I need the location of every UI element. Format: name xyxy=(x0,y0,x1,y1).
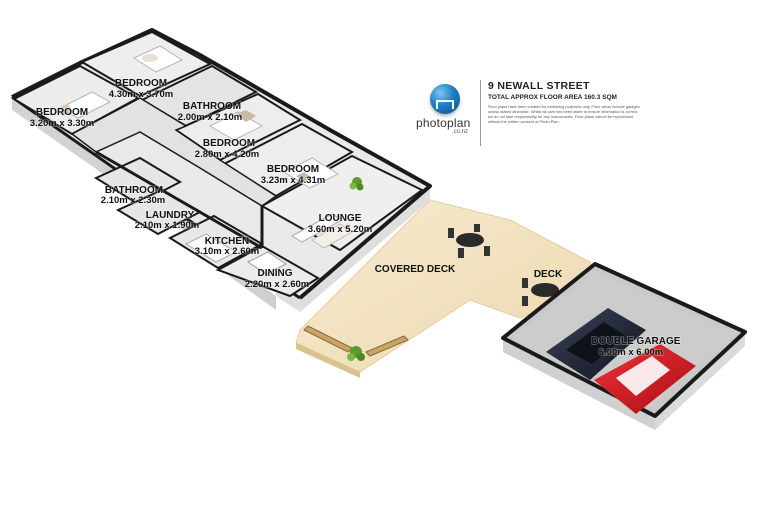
room-dimensions: 3.20m x 3.30m xyxy=(30,118,94,129)
room-name: BEDROOM xyxy=(115,78,167,89)
room-dimensions: 2.20m x 2.60m xyxy=(245,279,309,290)
room-dimensions: 2.10m x 2.30m xyxy=(101,195,165,206)
bed-icon xyxy=(282,157,340,189)
room-name: LAUNDRY xyxy=(146,210,195,221)
bed-icon xyxy=(58,91,112,119)
plant-icon xyxy=(349,177,364,191)
furniture xyxy=(58,45,562,361)
bench-icon xyxy=(303,325,409,357)
bed-icon xyxy=(132,45,184,73)
house-globe-icon xyxy=(430,84,460,114)
outdoor-table-icon xyxy=(448,224,490,258)
room-labels: BEDROOM 3.20m x 3.30m BEDROOM 4.30m x 3.… xyxy=(29,77,681,359)
sofa-icon xyxy=(290,213,353,249)
room-name: DINING xyxy=(258,268,293,279)
car-icon xyxy=(594,344,696,414)
plant-icon xyxy=(347,346,365,361)
disclaimer-text: Floor plans have been created for market… xyxy=(488,104,640,124)
room-name: BATHROOM xyxy=(183,101,241,112)
car-icon xyxy=(546,308,646,380)
property-address: 9 NEWALL STREET xyxy=(488,80,590,92)
room-name: BATHROOM xyxy=(105,185,163,196)
property-info: 9 NEWALL STREET TOTAL APPROX FLOOR AREA … xyxy=(480,80,640,146)
room-dimensions: 2.10m x 1.90m xyxy=(135,220,199,231)
room-dimensions: 3.10m x 2.60m xyxy=(195,246,259,257)
house-walls xyxy=(11,28,432,312)
floor-area: TOTAL APPROX FLOOR AREA 160.3 SQM xyxy=(488,94,617,101)
room-name: DOUBLE GARAGE xyxy=(592,336,681,347)
room-name: BEDROOM xyxy=(203,138,255,149)
room-dimensions: 2.80m x 4.20m xyxy=(195,149,259,160)
room-dimensions: 3.60m x 5.20m xyxy=(308,224,372,235)
brand-domain: .co.nz xyxy=(452,129,469,135)
room-dimensions: 4.30m x 3.70m xyxy=(109,89,173,100)
kitchen-bench-icon xyxy=(184,233,238,263)
room-dimensions: 3.23m x 4.31m xyxy=(261,175,325,186)
area-name: COVERED DECK xyxy=(375,264,456,275)
brand-logo: photoplan .co.nz xyxy=(412,78,486,142)
dining-table-icon xyxy=(247,251,287,275)
bed-icon xyxy=(208,110,264,141)
room-name: KITCHEN xyxy=(205,236,249,247)
room-dimensions: 2.00m x 2.10m xyxy=(178,112,242,123)
room-name: LOUNGE xyxy=(319,213,362,224)
brand-name: photoplan xyxy=(416,116,471,130)
area-name: DECK xyxy=(534,269,563,280)
garage xyxy=(501,262,747,430)
room-name: BEDROOM xyxy=(267,164,319,175)
room-name: BEDROOM xyxy=(36,107,88,118)
room-dimensions: 6.00m x 6.00m xyxy=(599,347,663,358)
